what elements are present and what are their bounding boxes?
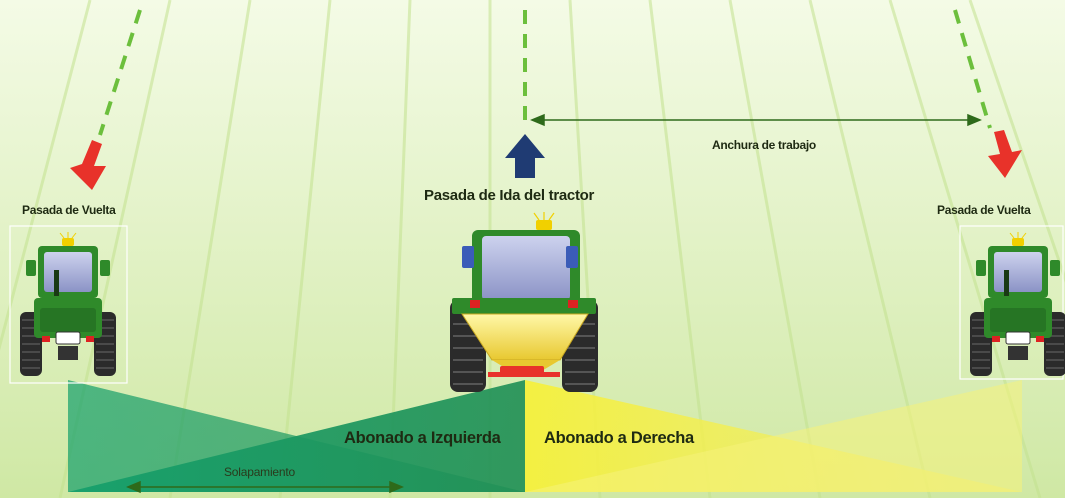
double-arrow-icon	[530, 113, 982, 127]
right-tractor-frame	[959, 225, 1064, 380]
overlap-label: Solapamiento	[224, 465, 295, 479]
center-pass-label: Pasada de Ida del tractor	[424, 187, 595, 204]
forward-arrow-icon	[505, 134, 545, 178]
left-spread-area	[68, 380, 525, 492]
overlap-double-arrow-icon	[126, 480, 404, 494]
right-return-pass-label: Pasada de Vuelta	[937, 203, 1031, 217]
working-width-label: Anchura de trabajo	[712, 138, 816, 152]
right-return-spread	[525, 380, 1022, 492]
left-tractor-frame	[9, 225, 128, 384]
fertilizer-spreader-icon	[450, 212, 598, 392]
return-arrow-icon	[988, 130, 1022, 178]
left-return-pass-label: Pasada de Vuelta	[22, 203, 116, 217]
return-arrow-icon	[70, 140, 106, 190]
guidance-lines	[98, 9, 992, 136]
left-spread-label: Abonado a Izquierda	[344, 429, 501, 447]
right-spread-label: Abonado a Derecha	[544, 429, 694, 447]
